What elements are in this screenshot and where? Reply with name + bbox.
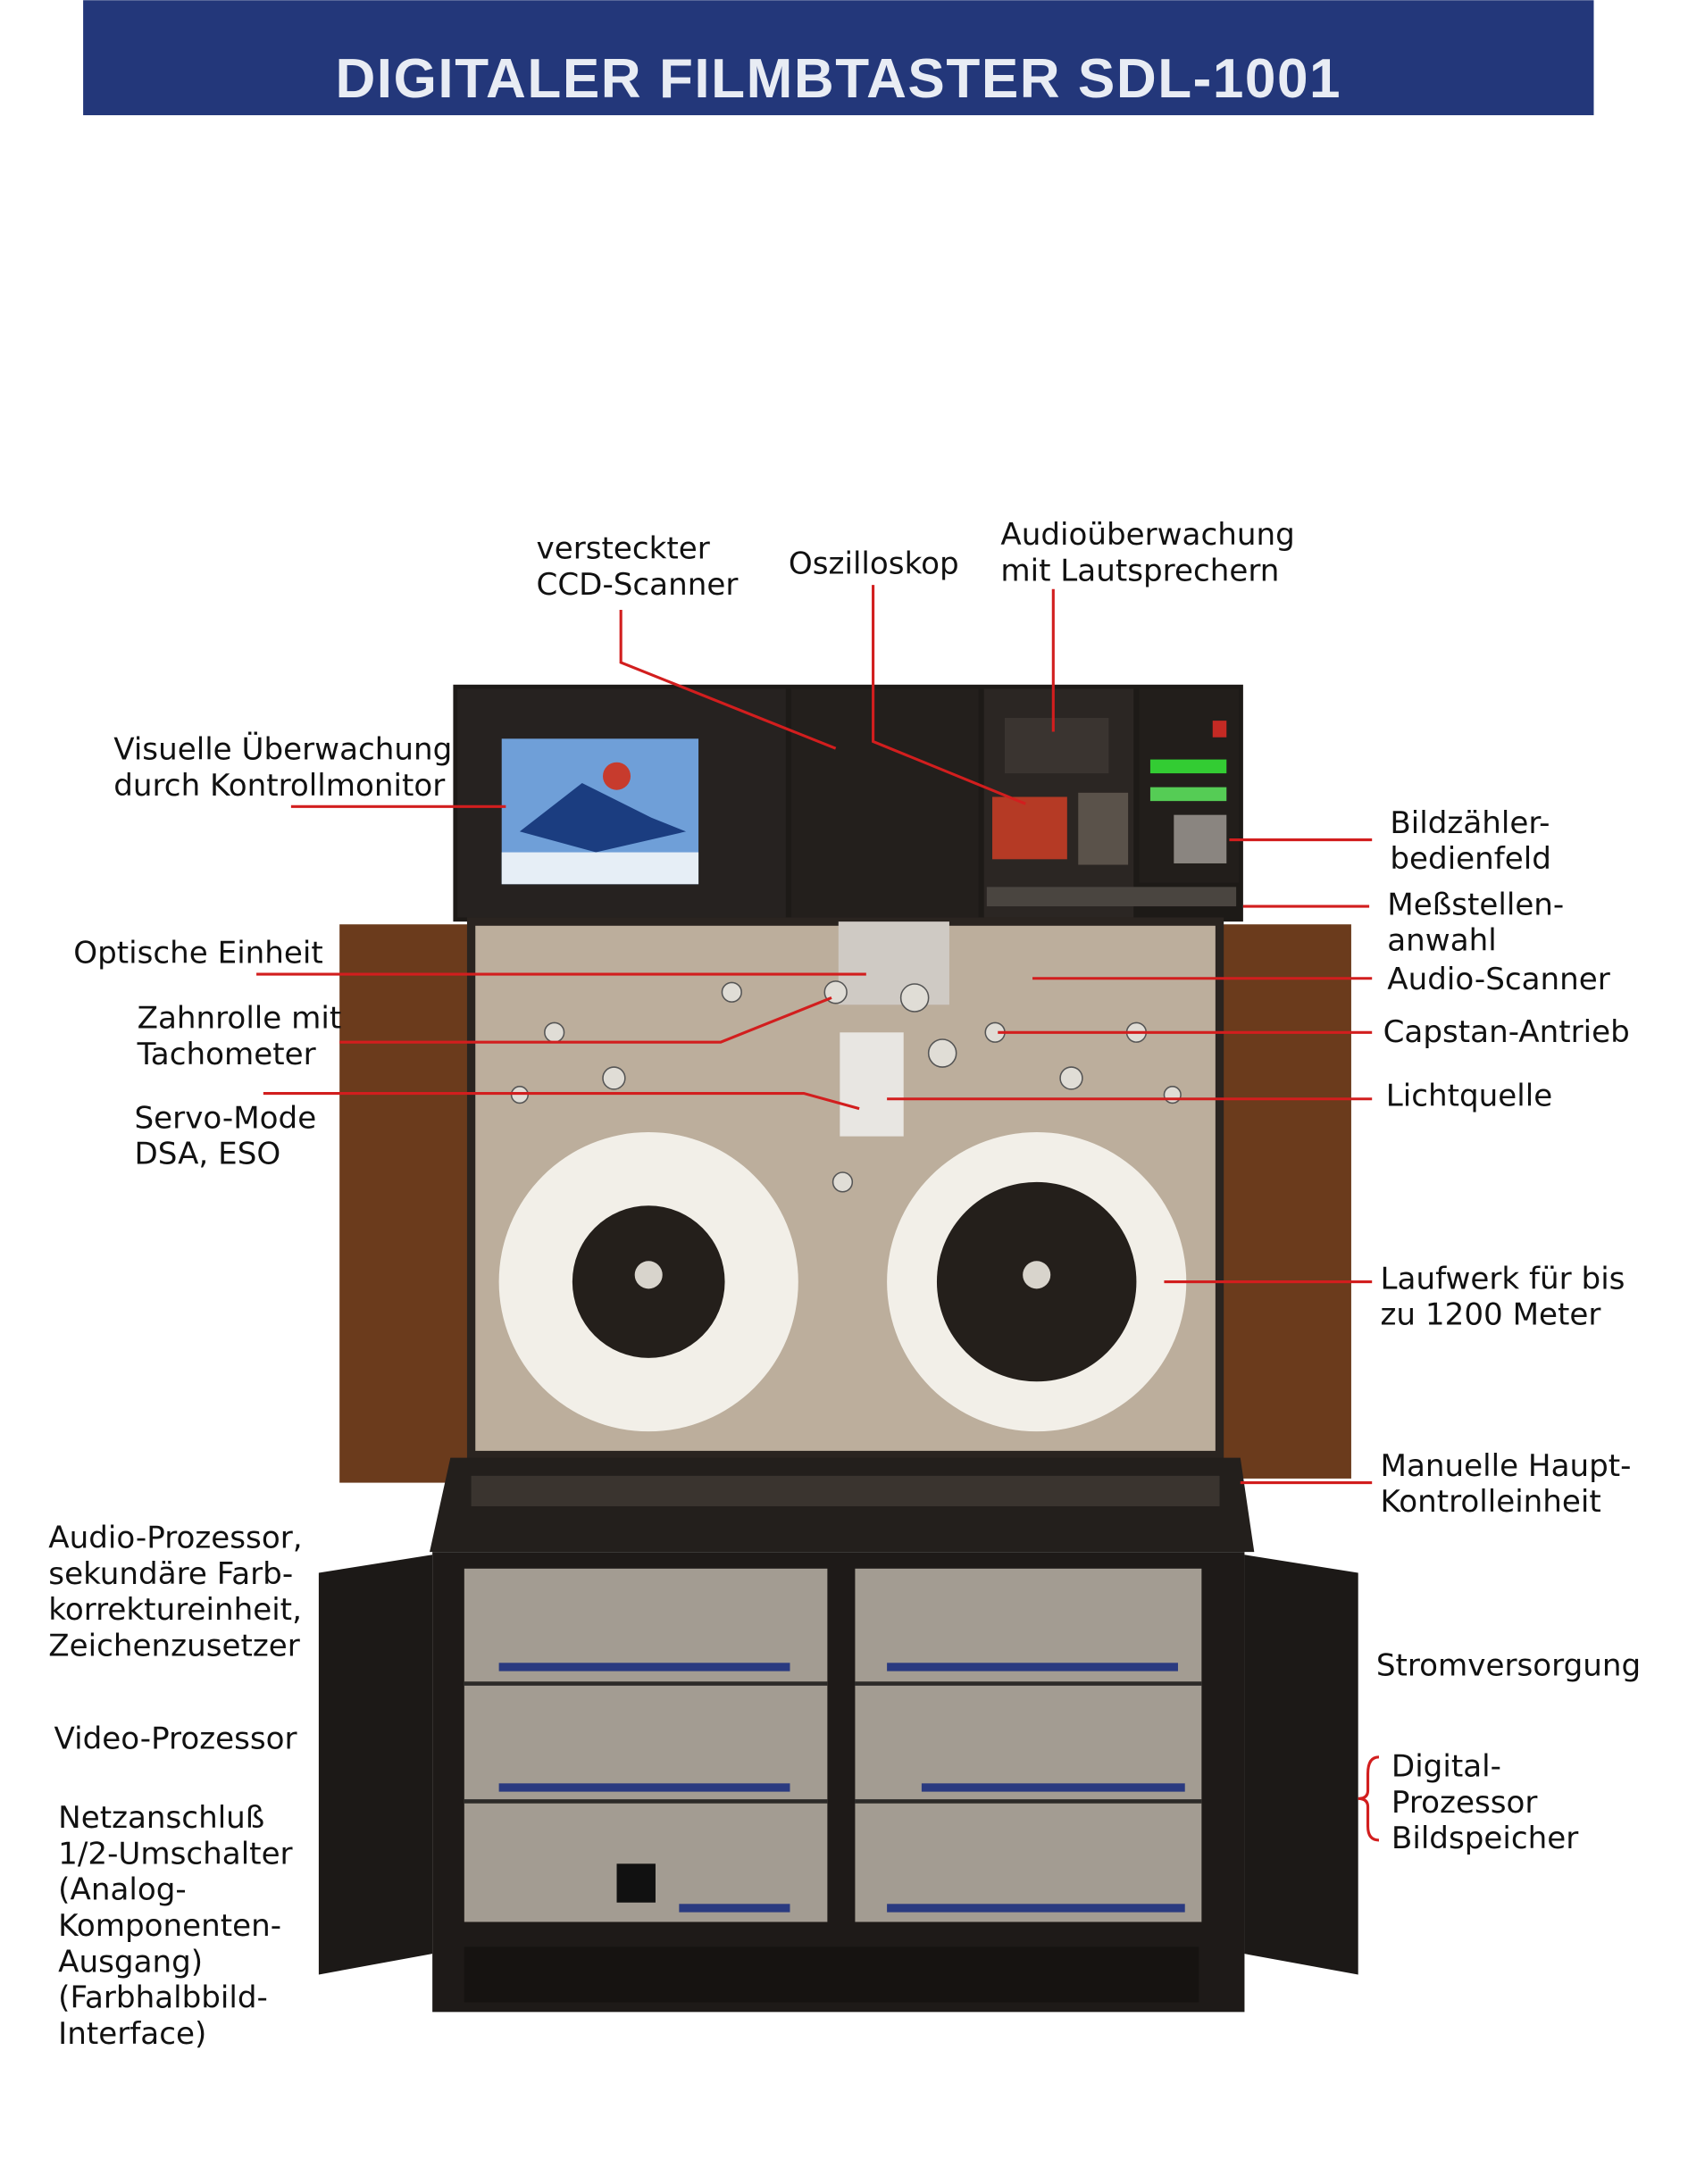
label-lichtquelle: Lichtquelle xyxy=(1386,1079,1553,1114)
label-bildzaehler: Bildzähler-bedienfeld xyxy=(1390,805,1551,877)
label-capstan: Capstan-Antrieb xyxy=(1383,1014,1630,1050)
right-reel xyxy=(887,1132,1187,1432)
label-oszilloskop: Oszilloskop xyxy=(789,546,959,582)
left-reel xyxy=(498,1132,798,1432)
label-video-prozessor: Video-Prozessor xyxy=(54,1721,298,1757)
label-messstellen: Meßstellen-anwahl xyxy=(1387,887,1564,958)
machine-photo xyxy=(318,684,1358,2013)
label-audio-scanner: Audio-Scanner xyxy=(1387,962,1611,997)
leader-lines xyxy=(256,585,1380,1842)
deck-left-door xyxy=(339,924,472,1483)
lower-left-door xyxy=(318,1555,433,1975)
deck-right-door xyxy=(1219,924,1351,1479)
label-audio-prozessor: Audio-Prozessor,sekundäre Farb-korrektur… xyxy=(48,1521,302,1664)
label-manuelle-kontrolle: Manuelle Haupt-Kontrolleinheit xyxy=(1381,1448,1632,1520)
audio-video-rack xyxy=(464,1568,828,1922)
label-optische-einheit: Optische Einheit xyxy=(73,936,323,971)
digital-brace-icon xyxy=(1358,1755,1380,1842)
speaker-grille xyxy=(1005,718,1109,774)
label-stromversorgung: Stromversorgung xyxy=(1376,1647,1641,1683)
header-banner: DIGITALER FILMBTASTER SDL-1001 xyxy=(83,0,1594,116)
power-digital-rack xyxy=(855,1568,1202,1922)
oscilloscope-screen xyxy=(992,796,1067,860)
page-title: DIGITALER FILMBTASTER SDL-1001 xyxy=(335,48,1341,110)
lower-right-door xyxy=(1244,1555,1358,1975)
